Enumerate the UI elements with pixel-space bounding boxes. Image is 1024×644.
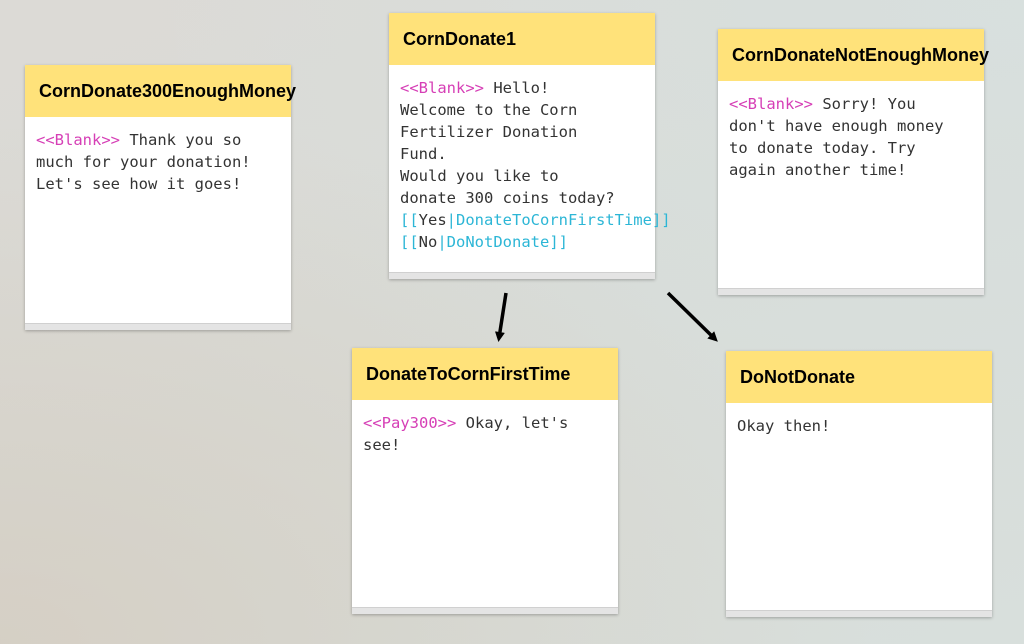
body-text: Sorry! You (813, 95, 916, 113)
node-body: <<Blank>> Sorry! You don't have enough mo… (718, 81, 984, 181)
body-text: Let's see how it goes! (36, 175, 242, 193)
node-donotdonate[interactable]: DoNotDonate Okay then! (726, 351, 992, 617)
body-line: see! (363, 434, 608, 456)
arrow-to-donotdonate (666, 291, 718, 342)
body-text: Fertilizer Donation (400, 123, 578, 141)
node-body: Okay then! (726, 403, 992, 437)
body-text: Okay, let's (456, 414, 569, 432)
body-line: <<Blank>> Hello! (400, 77, 645, 99)
body-line: [[No|DoNotDonate]] (400, 231, 645, 253)
body-text: Fund. (400, 145, 447, 163)
node-title: DoNotDonate (726, 351, 992, 403)
node-title: CornDonateNotEnoughMoney (718, 29, 989, 81)
body-line: <<Blank>> Sorry! You (729, 93, 974, 115)
macro-tag: <<Blank>> (729, 95, 813, 113)
node-donatetocornfirsttime[interactable]: DonateToCornFirstTime <<Pay300>> Okay, l… (352, 348, 618, 614)
body-line: [[Yes|DonateToCornFirstTime]] (400, 209, 671, 231)
body-line: <<Pay300>> Okay, let's (363, 412, 608, 434)
body-line: Would you like to (400, 165, 645, 187)
body-line: don't have enough money (729, 115, 974, 137)
node-footer (389, 272, 655, 279)
body-text: Okay then! (737, 417, 831, 435)
body-line: again another time! (729, 159, 974, 181)
body-text: again another time! (729, 161, 907, 179)
link-markup: |DonateToCornFirstTime]] (446, 211, 671, 229)
node-body: <<Pay300>> Okay, let's see! (352, 400, 618, 456)
body-line: to donate today. Try (729, 137, 974, 159)
node-corndonate1[interactable]: CornDonate1 <<Blank>> Hello! Welcome to t… (389, 13, 671, 279)
body-text: Hello! (484, 79, 550, 97)
link-markup: [[ (400, 211, 419, 229)
body-line: Fertilizer Donation (400, 121, 645, 143)
macro-tag: <<Blank>> (400, 79, 484, 97)
body-line: donate 300 coins today? (400, 187, 645, 209)
node-title: DonateToCornFirstTime (352, 348, 618, 400)
body-line: Let's see how it goes! (36, 173, 281, 195)
node-corndonatenotenoughmoney[interactable]: CornDonateNotEnoughMoney <<Blank>> Sorry… (718, 29, 989, 295)
body-text: donate 300 coins today? (400, 189, 615, 207)
body-text: see! (363, 436, 401, 454)
body-text: Would you like to (400, 167, 559, 185)
body-text: much for your donation! (36, 153, 251, 171)
body-line: Welcome to the Corn (400, 99, 645, 121)
body-line: Fund. (400, 143, 645, 165)
node-footer (352, 607, 618, 614)
macro-tag: <<Blank>> (36, 131, 120, 149)
link-markup: [[ (400, 233, 419, 251)
node-footer (25, 323, 291, 330)
node-body: <<Blank>> Thank you so much for your dona… (25, 117, 291, 195)
body-line: Okay then! (737, 415, 982, 437)
link-markup: |DoNotDonate]] (437, 233, 568, 251)
node-footer (718, 288, 984, 295)
link-markup: Yes (418, 211, 447, 229)
body-line: <<Blank>> Thank you so (36, 129, 281, 151)
node-title: CornDonate1 (389, 13, 655, 65)
body-text: don't have enough money (729, 117, 944, 135)
body-text: to donate today. Try (729, 139, 916, 157)
body-line: much for your donation! (36, 151, 281, 173)
macro-tag: <<Pay300>> (363, 414, 457, 432)
node-title: CornDonate300EnoughMoney (25, 65, 296, 117)
body-text: Welcome to the Corn (400, 101, 578, 119)
node-footer (726, 610, 992, 617)
link-markup: No (418, 233, 438, 251)
body-text: Thank you so (120, 131, 242, 149)
node-corndonate300enoughmoney[interactable]: CornDonate300EnoughMoney <<Blank>> Thank… (25, 65, 296, 330)
arrow-to-donatetocornfirsttime (494, 292, 508, 342)
